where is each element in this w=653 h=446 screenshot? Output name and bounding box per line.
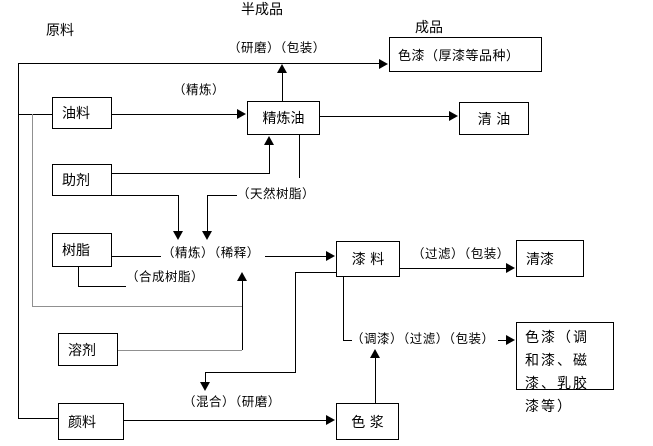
connector-to-mix-grind [205, 372, 295, 374]
connector-dilute-riser [242, 281, 244, 350]
connector-mix-grind-drop [205, 372, 207, 382]
connector-dilute-to-paint-base [265, 256, 327, 258]
connector-pigment-to-paste [124, 420, 327, 422]
box-oil: 油料 [52, 97, 112, 129]
arrowhead-auxiliary-into-refine [173, 231, 183, 240]
connector-auxiliary-lower [112, 195, 178, 197]
box-thick-color-paint: 色漆（厚漆等品种） [389, 37, 542, 72]
box-refined-oil: 精炼油 [247, 101, 320, 135]
connector-auxiliary-riser [269, 145, 271, 173]
connector-natural-resin-left [207, 195, 237, 197]
arrowhead-into-thick-paint [379, 59, 388, 69]
box-blended-color-paint: 色漆（调和漆、磁漆、乳胶漆等） [516, 322, 614, 415]
box-clear-oil: 清 油 [459, 102, 529, 135]
label-mix-grind: （混合）（研磨） [183, 394, 281, 409]
connector-frame-to-oil [18, 114, 52, 116]
connector-branch-to-riser [32, 306, 242, 308]
arrowhead-refined-oil-to-top [277, 64, 287, 73]
connector-refined-oil-up [282, 73, 284, 101]
connector-left-frame [18, 63, 20, 419]
connector-refined-oil-to-clear-oil [320, 116, 450, 118]
connector-solvent-to-riser [118, 350, 242, 352]
connector-frame-to-pigment [18, 418, 58, 420]
connector-tint-to-blended [498, 340, 507, 342]
connector-natural-resin-stub [299, 135, 301, 178]
connector-natural-resin-drop [207, 195, 209, 231]
connector-paint-base-to-varnish [400, 268, 506, 270]
label-tint-filter-pack: （调漆）（过滤）（包装） [351, 331, 495, 346]
box-resin: 树脂 [52, 233, 112, 267]
connector-auxiliary-drop [178, 195, 180, 231]
connector-top-to-thick-paint [18, 63, 379, 65]
connector-tint-left-stub [343, 340, 352, 342]
box-paint-base: 漆 料 [336, 241, 400, 277]
label-refine: （精炼） [173, 82, 226, 97]
box-varnish: 清漆 [516, 240, 584, 277]
box-auxiliary: 助剂 [52, 164, 112, 196]
connector-paste-riser [375, 358, 377, 403]
label-semi-finished: 半成品 [241, 2, 283, 18]
connector-resin-to-refine [112, 256, 161, 258]
label-natural-resin: （天然树脂） [237, 186, 316, 201]
connector-paint-base-left [295, 272, 336, 274]
box-pigment: 颜料 [58, 403, 124, 440]
connector-auxiliary-right [112, 173, 270, 175]
arrowhead-into-paint-base [326, 251, 335, 261]
label-raw-materials: 原料 [46, 23, 74, 39]
arrowhead-into-clear-oil [449, 111, 458, 121]
arrowhead-into-refined-oil [237, 109, 246, 119]
label-synthetic-resin: （合成树脂） [126, 269, 205, 284]
connector-oil-branch-down [32, 114, 34, 306]
label-refine-dilute: （精炼）（稀释） [162, 245, 260, 260]
arrowhead-into-paste [326, 415, 335, 425]
connector-paint-base-down [295, 272, 297, 373]
connector-oil-to-refined-oil [112, 114, 237, 116]
connector-resin-bottom-drop [78, 267, 80, 286]
label-filter-pack: （过滤）（包装） [412, 246, 510, 261]
label-finished: 成品 [415, 20, 443, 36]
arrowhead-paste-into-tint [370, 349, 380, 358]
arrowhead-into-varnish [506, 263, 515, 273]
connector-paint-base-to-tint [343, 277, 345, 341]
arrowhead-natural-resin-into-dilute [202, 231, 212, 240]
arrowhead-into-blended-paint [506, 335, 515, 345]
box-solvent: 溶剂 [58, 333, 118, 366]
arrowhead-into-mix-grind [200, 382, 210, 391]
connector-to-synthetic-resin [78, 286, 126, 288]
box-color-paste: 色 浆 [336, 403, 399, 440]
label-grind-pack: （研磨）（包装） [228, 40, 326, 55]
arrowhead-into-dilute [237, 272, 247, 281]
arrowhead-into-refined-oil-bottom [264, 136, 274, 145]
